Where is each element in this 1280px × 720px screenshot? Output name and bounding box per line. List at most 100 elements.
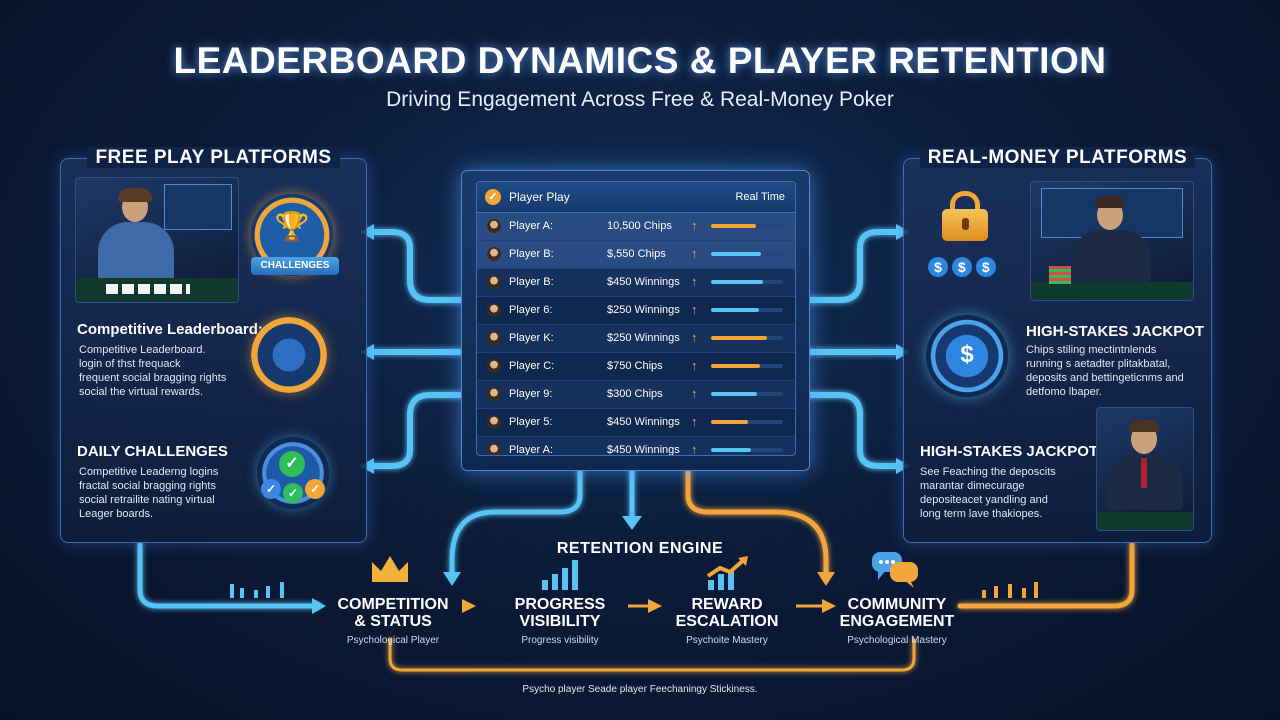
- crown-icon: [368, 552, 412, 586]
- progress-bar: [711, 308, 783, 312]
- player-name: Player K:: [509, 332, 554, 344]
- dollar-coins-icon: $ $ $: [928, 257, 996, 277]
- arrowhead-free-engine: [312, 598, 326, 614]
- player-name: Player 6:: [509, 304, 553, 316]
- challenges-label: CHALLENGES: [251, 257, 339, 275]
- progress-bar: [711, 280, 783, 284]
- free-player-illustration: [75, 177, 239, 303]
- checkmarks-icon: ✓ ✓ ✓ ✓: [257, 437, 329, 509]
- free-play-title: FREE PLAY PLATFORMS: [61, 147, 366, 169]
- player-name: Player A:: [509, 220, 554, 232]
- avatar: [487, 359, 501, 373]
- bars-decoration-left: [230, 582, 284, 598]
- progress-fill: [711, 252, 762, 256]
- competitive-leaderboard-heading: Competitive Leaderboard:: [77, 321, 263, 338]
- wire-left-bottom: [367, 392, 464, 469]
- wire-bottom-loop: [388, 638, 916, 672]
- competitive-leaderboard-text: Competitive Leaderboard. login of thst f…: [79, 344, 227, 398]
- player-name: Player C:: [509, 360, 555, 372]
- arrowhead-step3: [822, 599, 836, 613]
- avatar: [487, 415, 501, 429]
- trophy-icon: 🏆: [274, 211, 310, 242]
- avatar: [487, 331, 501, 345]
- bar-chart-icon: [538, 558, 582, 592]
- red-tie: [1141, 458, 1147, 488]
- player-name: Player 5:: [509, 416, 553, 428]
- real-player-illustration: [1030, 181, 1194, 301]
- page-title: LEADERBOARD DYNAMICS & PLAYER RETENTION: [173, 40, 1107, 81]
- player-value: $250 Winnings: [607, 304, 680, 316]
- jackpot-text-2: See Feaching the deposcits marantar dime…: [920, 466, 1056, 520]
- up-arrow-icon: ↑: [691, 246, 698, 261]
- wire-right-bottom: [805, 392, 903, 469]
- player-value: 10,500 Chips: [607, 220, 672, 232]
- avatar: [487, 387, 501, 401]
- daily-challenges-heading: DAILY CHALLENGES: [77, 443, 228, 460]
- leaderboard-table: ✓ Player Play Real Time Player A: 10,500 …: [476, 181, 796, 456]
- progress-bar: [711, 336, 783, 340]
- player-hair: [1095, 196, 1125, 208]
- wire-real-to-engine: [957, 541, 1135, 609]
- jackpot-heading-2: HIGH-STAKES JACKPOT: [920, 443, 1099, 460]
- retention-engine-title: RETENTION ENGINE: [556, 540, 724, 557]
- check-icon: ✓: [485, 189, 501, 205]
- monitor-screen: [164, 184, 232, 230]
- leaderboard-row: Player A: 10,500 Chips ↑: [477, 213, 795, 241]
- suited-player-illustration: [1096, 407, 1194, 531]
- avatar: [487, 275, 501, 289]
- wire-board-left: [449, 467, 583, 578]
- player-value: $300 Chips: [607, 388, 663, 400]
- player-value: $,550 Chips: [607, 248, 666, 260]
- playing-cards: [106, 284, 190, 294]
- progress-bar: [711, 392, 783, 396]
- wire-free-to-engine: [137, 541, 321, 609]
- player-hoodie: [98, 222, 174, 282]
- progress-fill: [711, 420, 749, 424]
- up-arrow-icon: ↑: [691, 302, 698, 317]
- avatar: [487, 247, 501, 261]
- chat-bubbles-icon: [870, 550, 922, 590]
- poker-table: [1097, 512, 1193, 530]
- player-name: Player 9:: [509, 388, 553, 400]
- leaderboard-row: Player B:$450 Winnings↑: [477, 269, 795, 297]
- arrowhead-step2: [648, 599, 662, 613]
- up-arrow-icon: ↑: [691, 274, 698, 289]
- progress-bar: [711, 224, 783, 228]
- leaderboard-row: Player 5:$450 Winnings↑: [477, 409, 795, 437]
- arrowhead-left-bottom: [360, 458, 374, 474]
- progress-bar: [711, 420, 783, 424]
- wheel-icon: [251, 317, 327, 393]
- leaderboard-row: Player 6: $250 Winnings ↑: [477, 297, 795, 325]
- player-value: $750 Chips: [607, 360, 663, 372]
- progress-fill: [711, 392, 758, 396]
- leaderboard-header: ✓ Player Play Real Time: [477, 182, 795, 213]
- player-hair: [1129, 420, 1159, 432]
- step-competition: COMPETITION& STATUS Psychological Player: [337, 596, 449, 646]
- player-name: Player B:: [509, 248, 554, 260]
- leaderboard-status: Real Time: [735, 191, 785, 203]
- up-arrow-icon: ↑: [691, 386, 698, 401]
- poker-chips: [1049, 266, 1071, 284]
- arrowhead-left-mid: [360, 344, 374, 360]
- player-name: Player A:: [509, 444, 554, 456]
- progress-fill: [711, 448, 751, 452]
- jackpot-heading-1: HIGH-STAKES JACKPOT: [1026, 323, 1205, 340]
- leaderboard-row: Player B: $,550 Chips ↑: [477, 241, 795, 269]
- arrowhead-board-right: [817, 572, 835, 586]
- leaderboard-title: Player Play: [509, 190, 570, 204]
- dollar-sign: $: [960, 341, 974, 368]
- leaderboard-row: Player K:$250 Winnings↑: [477, 325, 795, 353]
- up-arrow-icon: ↑: [691, 218, 698, 233]
- player-value: $450 Winnings: [607, 276, 680, 288]
- wire-board-right: [685, 467, 829, 578]
- jackpot-coin-icon: $: [926, 315, 1008, 397]
- progress-bar: [711, 364, 783, 368]
- wire-right-top: [805, 229, 903, 303]
- bars-decoration-right: [982, 582, 1038, 598]
- player-hair: [118, 188, 152, 202]
- progress-fill: [711, 224, 756, 228]
- footer-caption: Psycho player Seade player Feechaningy S…: [522, 684, 758, 695]
